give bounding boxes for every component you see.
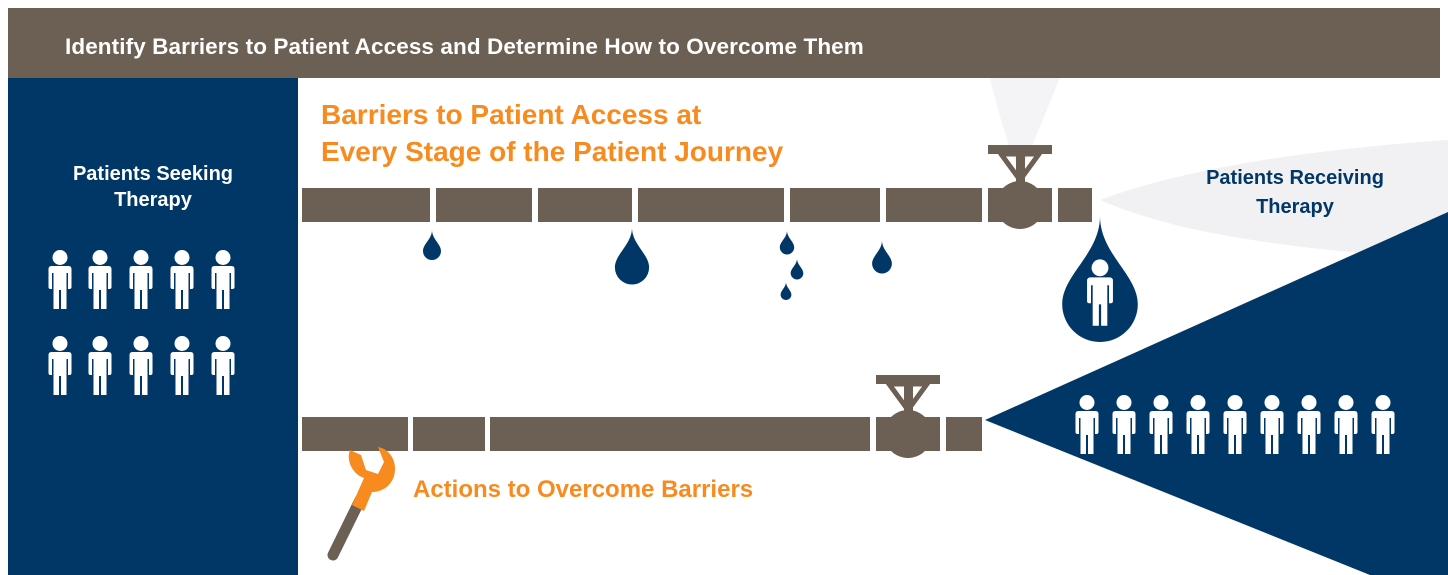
valve-icon: [876, 375, 940, 458]
person-icon: [211, 250, 235, 309]
person-icon: [48, 250, 72, 309]
water-drop-icon: [790, 258, 804, 280]
person-icon: [170, 336, 194, 395]
barriers-title-line2: Every Stage of the Patient Journey: [321, 136, 784, 167]
background-swoosh: [1100, 140, 1448, 260]
pipe-segment: [490, 417, 870, 451]
patients-receiving-line1: Patients Receiving: [1206, 167, 1384, 189]
background-swoosh-top: [990, 78, 1060, 175]
person-icon: [88, 336, 112, 395]
pipe-segment: [436, 188, 532, 222]
pipe-segment: [638, 188, 784, 222]
pipe-segment: [886, 188, 982, 222]
actions-label: Actions to Overcome Barriers: [413, 476, 754, 503]
output-funnel: [985, 212, 1448, 575]
person-icon: [129, 250, 153, 309]
person-icon: [48, 336, 72, 395]
patients-seeking-group: [48, 250, 235, 395]
patients-receiving-line2: Therapy: [1256, 196, 1334, 218]
leak-drops: [423, 227, 892, 300]
pipe-segment: [413, 417, 485, 451]
pipe-segment: [790, 188, 880, 222]
patients-receiving-label: Patients Receiving Therapy: [1150, 164, 1440, 222]
receiving-drop: [1062, 216, 1138, 342]
water-drop-icon: [779, 230, 795, 255]
barriers-title-line1: Barriers to Patient Access at: [321, 99, 702, 130]
left-panel: [8, 78, 298, 575]
pipe-segment: [302, 188, 430, 222]
person-icon: [129, 336, 153, 395]
pipe-segment: [1058, 188, 1092, 222]
person-icon: [170, 250, 194, 309]
water-drop-icon: [614, 227, 650, 285]
person-icon: [211, 336, 235, 395]
patients-seeking-label: Patients Seeking Therapy: [8, 161, 298, 213]
patients-seeking-line1: Patients Seeking: [72, 163, 234, 185]
pipe-segment: [302, 417, 408, 451]
barriers-title: Barriers to Patient Access at Every Stag…: [321, 96, 783, 170]
repaired-pipeline: [302, 375, 982, 458]
valve-icon: [988, 145, 1052, 229]
wrench-icon: [327, 447, 396, 561]
pipe-segment: [538, 188, 632, 222]
patients-seeking-line2: Therapy: [114, 189, 192, 211]
pipe-segment: [946, 417, 982, 451]
person-icon: [88, 250, 112, 309]
page-title: Identify Barriers to Patient Access and …: [65, 34, 864, 59]
header-bar: Identify Barriers to Patient Access and …: [8, 8, 1440, 78]
water-drop-icon: [780, 282, 792, 300]
leaky-pipeline: [302, 145, 1092, 229]
water-drop-icon: [872, 240, 892, 274]
water-drop-icon: [423, 230, 441, 260]
